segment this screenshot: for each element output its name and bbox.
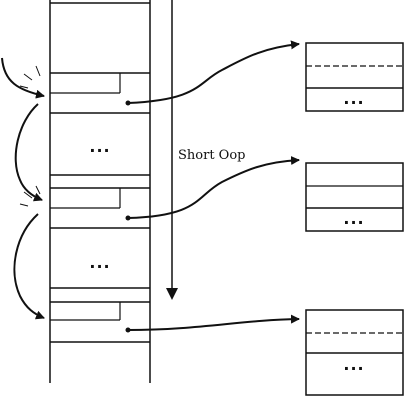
frame-block-3 [50, 301, 150, 343]
record-3-ellipsis: ... [343, 355, 364, 374]
record-box-1: ... [305, 42, 404, 112]
memory-column: ... ... [49, 0, 151, 383]
record-box-3: ... [305, 309, 404, 396]
ellipsis-1: ... [89, 137, 110, 156]
scan-direction-arrow [166, 0, 178, 300]
pointer-arrows [125, 40, 300, 333]
record-2-ellipsis: ... [343, 209, 364, 228]
record-box-2: ... [305, 162, 404, 232]
frame-block-2 [50, 187, 150, 229]
scan-label: Short Oop [178, 148, 245, 163]
pointer-dot-2 [125, 215, 131, 221]
chain-arrows [1, 57, 45, 320]
ellipsis-2: ... [89, 253, 110, 272]
record-1-ellipsis: ... [343, 89, 364, 108]
frame-block-1 [50, 72, 150, 114]
